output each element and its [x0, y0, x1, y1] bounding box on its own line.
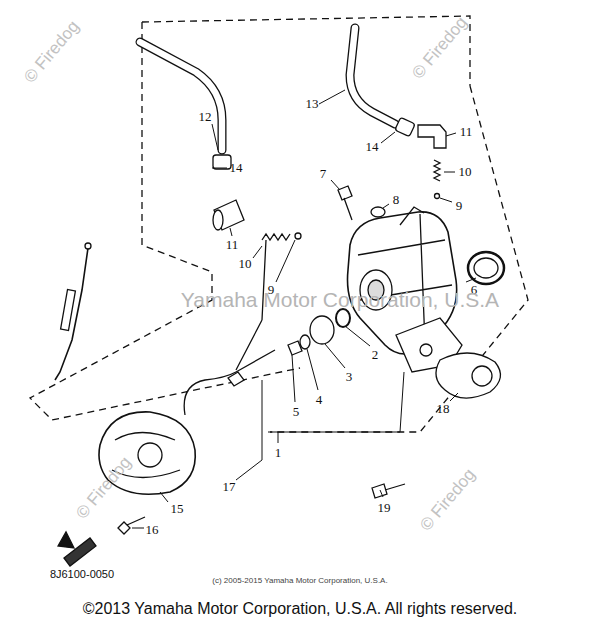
- part-code: 8J6100-0050: [50, 568, 114, 580]
- watermark: Yamaha Motor Corporation, U.S.A: [181, 288, 499, 312]
- callout-number: 3: [346, 369, 353, 385]
- callout-number: 4: [316, 392, 323, 408]
- callout-number: 10: [459, 164, 472, 180]
- watermark: © Firedog: [408, 13, 471, 83]
- assembly-boundary: [30, 16, 528, 432]
- callout-number: 19: [378, 500, 391, 516]
- callout-number: 1: [275, 445, 282, 461]
- callout-number: 10: [239, 256, 252, 272]
- callout-number: 11: [226, 237, 239, 253]
- copyright-line: ©2013 Yamaha Motor Corporation, U.S.A. A…: [83, 600, 518, 618]
- copyright-note: (c) 2005-2015 Yamaha Motor Corporation, …: [212, 576, 387, 585]
- callout-number: 2: [372, 347, 379, 363]
- callout-number: 9: [456, 198, 463, 214]
- callout-number: 14: [366, 139, 379, 155]
- callout-number: 18: [437, 401, 450, 417]
- callout-number: 17: [223, 479, 236, 495]
- callout-number: 8: [393, 192, 400, 208]
- callout-number: 5: [293, 404, 300, 420]
- callout-number: 7: [320, 166, 327, 182]
- watermark: © Firedog: [416, 465, 479, 535]
- callout-number: 11: [460, 124, 473, 140]
- callout-number: 14: [230, 160, 243, 176]
- callout-number: 16: [146, 522, 159, 538]
- watermark: © Firedog: [20, 17, 83, 87]
- callout-number: 15: [171, 501, 184, 517]
- callout-number: 13: [306, 96, 319, 112]
- callout-number: 12: [199, 109, 212, 125]
